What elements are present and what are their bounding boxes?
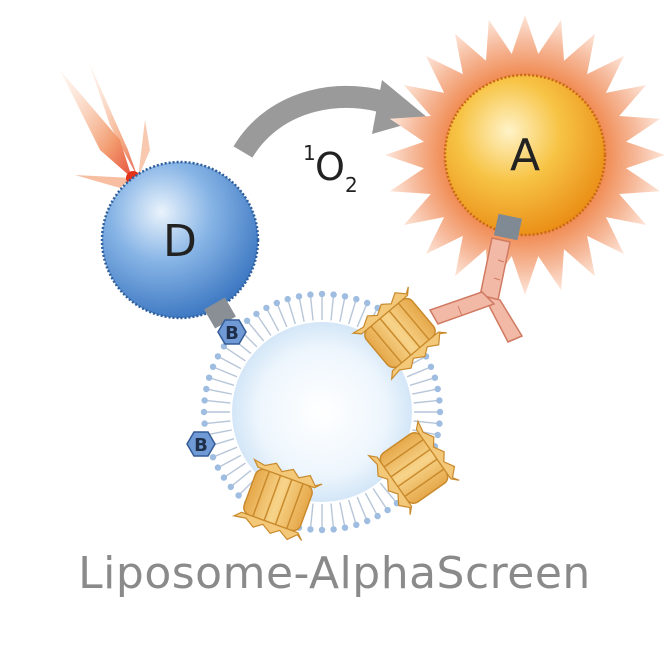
- biotin-icon: B: [217, 319, 247, 345]
- lipid-head: [436, 397, 443, 404]
- lipid-tail: [379, 482, 397, 503]
- lipid-tail: [231, 469, 252, 487]
- light-flash-icon: [60, 60, 150, 188]
- lipid-tail: [413, 399, 438, 404]
- lipid-head: [341, 293, 349, 300]
- lipid-tail: [219, 454, 242, 468]
- lipid-head: [273, 299, 280, 307]
- singlet-oxygen-arrow: [233, 80, 428, 159]
- lipid-head: [434, 431, 441, 439]
- lipid-head: [436, 408, 444, 416]
- biotin-label: B: [194, 435, 208, 456]
- biotin-label: B: [225, 323, 239, 344]
- lipid-head: [307, 526, 314, 533]
- lipid-tail: [210, 377, 235, 386]
- lipid-head: [243, 317, 251, 324]
- lipid-head: [263, 304, 270, 312]
- lipid-head: [318, 526, 326, 534]
- lipid-head: [214, 353, 222, 360]
- acceptor-bead: A: [385, 15, 665, 295]
- lipid-tail: [339, 298, 346, 322]
- lipid-head: [364, 299, 371, 307]
- diagram-caption: Liposome-AlphaScreen: [78, 548, 591, 599]
- lipid-head: [201, 420, 208, 427]
- singlet-oxygen-label: O: [315, 145, 345, 189]
- lipid-tail: [266, 309, 280, 332]
- lipid-tail: [309, 503, 314, 528]
- lipid-tail: [348, 499, 357, 524]
- lipid-tail: [309, 296, 314, 321]
- lipid-head: [214, 464, 222, 471]
- lipid-head: [253, 310, 260, 318]
- lipid-head: [295, 293, 303, 300]
- lipid-head: [220, 474, 228, 481]
- lipid-tail: [225, 347, 246, 362]
- lipid-tail: [330, 296, 335, 321]
- donor-bead: D: [100, 160, 260, 320]
- acceptor-label: A: [510, 130, 540, 181]
- lipid-head: [318, 290, 326, 298]
- lipid-tail: [206, 420, 231, 425]
- lipid-head: [353, 521, 360, 529]
- lipid-head: [209, 454, 217, 461]
- lipid-head: [220, 343, 228, 350]
- lipid-head: [330, 291, 337, 298]
- lipid-head: [200, 408, 208, 416]
- biotin-icon: B: [186, 431, 216, 457]
- lipid-tail: [372, 488, 387, 509]
- lipid-tail: [257, 315, 272, 336]
- lipid-tail: [298, 298, 305, 322]
- lipid-head: [427, 363, 435, 370]
- lipid-tail: [214, 366, 238, 378]
- lipid-tail: [219, 356, 242, 370]
- lipid-head: [235, 492, 242, 499]
- lipid-head: [436, 420, 443, 427]
- lipid-head: [431, 374, 439, 381]
- lipid-tail: [406, 366, 430, 378]
- lipid-tail: [364, 492, 378, 515]
- lipid-head: [205, 374, 213, 381]
- lipid-tail: [348, 300, 357, 325]
- lipid-head: [203, 385, 210, 393]
- lipid-tail: [409, 377, 434, 386]
- lipid-tail: [287, 300, 296, 325]
- lipid-head: [364, 517, 371, 525]
- lipid-tail: [208, 388, 232, 395]
- lipid-tail: [356, 304, 368, 328]
- lipid-tail: [412, 388, 436, 395]
- lipid-tail: [330, 503, 335, 528]
- lipid-tail: [339, 502, 346, 526]
- lipid-head: [353, 295, 360, 303]
- donor-label: D: [163, 216, 197, 267]
- lipid-head: [434, 385, 441, 393]
- lipid-head: [374, 512, 381, 520]
- lipid-head: [330, 526, 337, 533]
- lipid-tail: [276, 304, 288, 328]
- lipid-head: [284, 295, 291, 303]
- lipid-head: [384, 506, 391, 514]
- lipid-head: [227, 483, 234, 491]
- lipid-head: [307, 291, 314, 298]
- lipid-tail: [214, 446, 238, 458]
- lipid-tail: [225, 462, 246, 477]
- lipid-tail: [208, 429, 232, 436]
- singlet-oxygen-subscript: 2: [345, 173, 358, 197]
- singlet-oxygen-superscript: 1: [303, 141, 316, 165]
- lipid-tail: [356, 496, 368, 520]
- lipid-tail: [247, 321, 265, 342]
- lipid-head: [341, 524, 349, 531]
- lipid-tail: [206, 399, 231, 404]
- antibody-icon: [428, 213, 524, 343]
- lipid-head: [209, 363, 217, 370]
- lipid-head: [201, 397, 208, 404]
